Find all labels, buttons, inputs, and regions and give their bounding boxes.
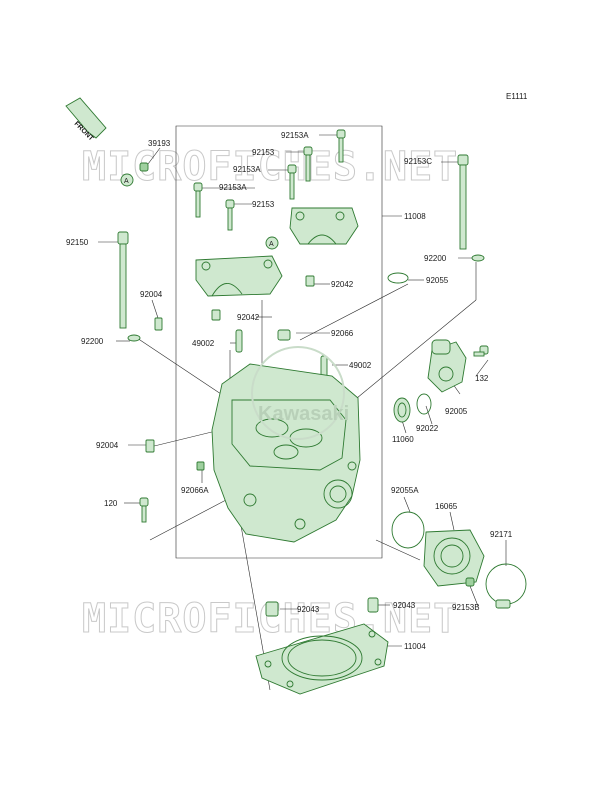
label-11060: 11060 xyxy=(392,435,414,444)
label-92153-b: 92153 xyxy=(252,200,275,209)
label-92153A-b: 92153A xyxy=(233,165,261,174)
label-92153A-c: 92153A xyxy=(219,183,247,192)
label-120: 120 xyxy=(104,499,118,508)
bolt-92153A-top xyxy=(336,129,346,163)
assembly-frame xyxy=(175,125,383,559)
oring-92055 xyxy=(387,272,409,284)
camshaft-cap-right xyxy=(289,207,359,245)
bolt-92153-a xyxy=(303,146,313,182)
valve-guide-49002-a xyxy=(235,329,243,353)
bolt-92153-b xyxy=(225,199,235,231)
label-92055: 92055 xyxy=(426,276,449,285)
label-11004: 11004 xyxy=(404,642,426,651)
part-labels: 39193 92153A 92153 92153A 92153C 92153A … xyxy=(66,131,513,651)
washer-92200-left xyxy=(127,334,141,342)
bolt-92153C xyxy=(457,154,469,250)
label-92042-a: 92042 xyxy=(331,280,354,289)
intake-pipe-16065 xyxy=(423,529,485,587)
label-92043-b: 92043 xyxy=(393,601,416,610)
bolt-92153A-b xyxy=(287,164,297,200)
label-49002-a: 49002 xyxy=(192,339,215,348)
oring-92055A xyxy=(391,511,425,549)
diagram-code: E1111 xyxy=(506,92,528,101)
bolt-92150 xyxy=(117,231,129,329)
stud-92004-a xyxy=(154,317,163,331)
label-92200-left: 92200 xyxy=(81,337,104,346)
label-92022: 92022 xyxy=(416,424,439,433)
label-92043-a: 92043 xyxy=(297,605,320,614)
label-92153-a: 92153 xyxy=(252,148,275,157)
label-92066: 92066 xyxy=(331,329,354,338)
label-16065: 16065 xyxy=(435,502,458,511)
svg-text:A: A xyxy=(124,178,129,185)
stud-92004-b xyxy=(145,439,155,453)
label-11008: 11008 xyxy=(404,212,426,221)
dowel-92042-a xyxy=(305,275,315,287)
label-92153B: 92153B xyxy=(452,603,480,612)
bolt-132 xyxy=(473,345,489,357)
plug-92066 xyxy=(277,329,291,341)
label-92171: 92171 xyxy=(490,530,513,539)
callout-a-right: A xyxy=(265,236,279,250)
label-132: 132 xyxy=(475,374,489,383)
bolt-39193 xyxy=(139,162,149,172)
front-arrow-icon: FRONT xyxy=(65,97,107,143)
label-39193: 39193 xyxy=(148,139,171,148)
label-92200-right: 92200 xyxy=(424,254,447,263)
bolt-92153A-c xyxy=(193,182,203,218)
label-92042-b: 92042 xyxy=(237,313,260,322)
seal-11060 xyxy=(393,397,411,423)
washer-92200-right xyxy=(471,254,485,262)
label-92153C: 92153C xyxy=(404,157,432,166)
dowel-92042-b xyxy=(211,309,221,321)
oring-92022 xyxy=(416,393,432,415)
callout-a-left: A xyxy=(120,173,134,187)
bolt-120 xyxy=(139,497,149,523)
fitting-92005 xyxy=(427,339,467,393)
head-gasket-11004 xyxy=(255,623,389,695)
dowel-92043-a xyxy=(265,601,279,617)
bolt-92153B xyxy=(465,577,475,587)
camshaft-cap-left xyxy=(195,255,283,297)
cylinder-head xyxy=(211,363,361,543)
svg-text:A: A xyxy=(269,241,274,248)
clamp-92171 xyxy=(485,563,527,609)
label-92150: 92150 xyxy=(66,238,89,247)
label-92153A-top: 92153A xyxy=(281,131,309,140)
label-92005: 92005 xyxy=(445,407,468,416)
label-49002-b: 49002 xyxy=(349,361,372,370)
plug-92066A xyxy=(196,461,205,471)
label-92066A: 92066A xyxy=(181,486,209,495)
svg-text:Kawasaki: Kawasaki xyxy=(258,403,349,425)
label-92055A: 92055A xyxy=(391,486,419,495)
label-92004-a: 92004 xyxy=(140,290,163,299)
label-92004-b: 92004 xyxy=(96,441,119,450)
kawasaki-logo: Kawasaki xyxy=(251,346,349,440)
dowel-92043-b xyxy=(367,597,379,613)
